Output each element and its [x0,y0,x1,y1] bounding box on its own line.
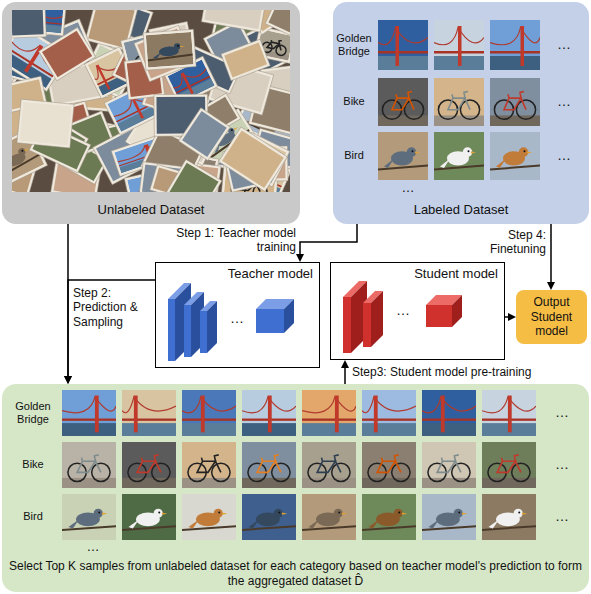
layer-block [200,301,217,353]
ellipsis: … [546,147,582,164]
ellipsis: … [546,36,582,53]
photo-thumbnail [62,494,116,540]
text-group: Unlabeled Dataset [7,202,295,218]
step-label: Step 4: Finetuning [482,228,546,257]
panel-title: Unlabeled Dataset [7,202,295,218]
photo-thumbnail [434,132,484,180]
panel-title: Labeled Dataset [338,202,584,218]
photo-thumbnail [362,494,416,540]
photo-thumbnail [302,494,356,540]
ellipsis: … [546,93,582,110]
step-label: Step 2: Prediction & Sampling [73,286,153,329]
model-label: Teacher model [228,266,313,282]
output-label: Output Student model [521,295,582,338]
model-box: Student model [330,262,505,360]
layer-block [168,283,191,361]
step-label: Step 1: Teacher model training [166,226,296,255]
photo-thumbnail [482,390,536,436]
step-label: Step3: Student model pre-training [352,365,582,379]
text-group: Output Student model [521,295,582,338]
node-illustration [2,2,300,224]
text-group: Select Top K samples from unlabeled data… [7,559,584,588]
photo-thumbnail [490,132,540,180]
row-label: Bird [334,149,374,162]
layer-block [426,295,462,327]
arrow-connector [505,313,516,321]
text-group: Teacher model [228,266,313,282]
row-label: Golden Bridge [6,400,60,426]
ellipsis: … [78,539,108,555]
text-group: Student model [414,266,498,282]
photo-thumbnail [422,390,476,436]
arrow-connector [547,224,555,290]
photo-thumbnail [422,442,476,488]
layer-block [256,299,294,333]
photo-collage [12,10,290,192]
photo-thumbnail [302,442,356,488]
photo-thumbnail [378,20,428,70]
photo-thumbnail [490,78,540,126]
photo-thumbnail [378,78,428,126]
photo-thumbnail [482,494,536,540]
layer-block [363,291,383,347]
ellipsis: … [542,508,582,525]
model-label: Student model [414,266,498,282]
photo-thumbnail [122,390,176,436]
row-label: Bird [6,510,60,523]
photo-thumbnail [482,442,536,488]
photo-thumbnail [122,442,176,488]
ellipsis: … [542,404,582,421]
photo-thumbnail [182,442,236,488]
dataset-panel: Select Top K samples from unlabeled data… [2,384,589,592]
photo-thumbnail [378,132,428,180]
photo-thumbnail [146,32,194,68]
photo-thumbnail [242,442,296,488]
photo-thumbnail [434,20,484,70]
row-label: Bike [6,458,60,471]
photo-thumbnail [422,494,476,540]
panel-caption: Select Top K samples from unlabeled data… [7,559,584,588]
dataset-panel: Unlabeled Dataset [2,2,300,224]
photo-thumbnail [242,390,296,436]
photo-thumbnail [362,390,416,436]
ellipsis: … [542,456,582,473]
arrow-connector [341,360,349,384]
arrow-connector [296,224,357,262]
photo-thumbnail [62,442,116,488]
photo-thumbnail [242,494,296,540]
ellipsis: … [388,302,418,319]
row-label: Bike [334,95,374,108]
text-group: Labeled Dataset [338,202,584,218]
photo-thumbnail [362,442,416,488]
photo-thumbnail [182,390,236,436]
output-box: Output Student model [516,290,587,344]
photo-thumbnail [122,494,176,540]
ellipsis: … [222,310,252,327]
row-label: Golden Bridge [334,32,374,58]
photo-thumbnail [434,78,484,126]
arrow-connector [64,280,155,384]
photo-thumbnail [62,390,116,436]
photo-thumbnail [490,20,540,70]
ellipsis: … [393,180,423,196]
photo-thumbnail [302,390,356,436]
photo-thumbnail [182,494,236,540]
